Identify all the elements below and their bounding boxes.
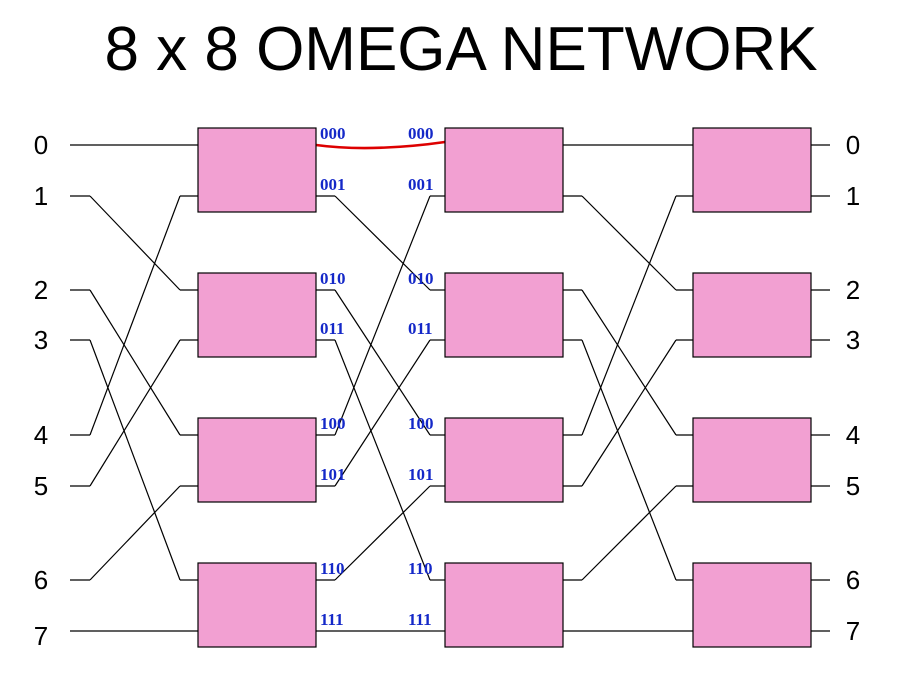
switch-stage1-0 <box>197 127 317 213</box>
stage1-output-label-4: 100 <box>320 414 346 433</box>
switch-stage2-2 <box>444 417 564 503</box>
input-label-4: 4 <box>34 420 48 450</box>
stage2-stage3-wire-6-shuffle <box>581 485 677 581</box>
output-label-3: 3 <box>846 325 860 355</box>
switch-stage3-2 <box>692 417 812 503</box>
switch-stage3-3 <box>692 562 812 648</box>
input-label-7: 7 <box>34 621 48 651</box>
stage2-input-label-6: 110 <box>408 559 433 578</box>
switch-stage3-1 <box>692 272 812 358</box>
stage2-stage3-wire-5-shuffle <box>581 339 677 487</box>
input-wire-5-shuffle <box>89 339 181 487</box>
stage1-output-label-5: 101 <box>320 465 346 484</box>
stage2-stage3-wire-2-shuffle <box>581 289 677 436</box>
stage1-output-label-6: 110 <box>320 559 345 578</box>
labels: 0 1 2 3 4 5 6 7 0 1 2 3 4 5 6 7 000 001 010 011 100 101 110 111… <box>34 124 860 651</box>
stage1-stage2-wire-0-highlight <box>315 140 446 150</box>
input-wire-2-shuffle <box>89 289 181 436</box>
input-label-6: 6 <box>34 565 48 595</box>
switch-stage3-0 <box>692 127 812 213</box>
output-label-7: 7 <box>846 616 860 646</box>
stage1-stage2-wire-2-shuffle <box>334 289 431 436</box>
switch-stage1-3 <box>197 562 317 648</box>
output-label-6: 6 <box>846 565 860 595</box>
stage2-stage3-wire-1-shuffle <box>581 195 677 291</box>
wires <box>70 140 830 632</box>
stage2-input-label-1: 001 <box>408 175 434 194</box>
stage2-stage3-wire-3-shuffle <box>581 339 677 581</box>
switch-stage1-1 <box>197 272 317 358</box>
stage1-output-label-0: 000 <box>320 124 346 143</box>
switch-stage2-3 <box>444 562 564 648</box>
input-label-3: 3 <box>34 325 48 355</box>
stage2-input-label-2: 010 <box>408 269 434 288</box>
output-label-1: 1 <box>846 181 860 211</box>
stage1-output-label-7: 111 <box>320 610 344 629</box>
stage1-output-label-3: 011 <box>320 319 345 338</box>
input-wire-6-shuffle <box>89 485 181 581</box>
stage2-input-label-5: 101 <box>408 465 434 484</box>
stage2-input-label-4: 100 <box>408 414 434 433</box>
switch-stage2-1 <box>444 272 564 358</box>
switches <box>197 127 812 648</box>
input-label-5: 5 <box>34 471 48 501</box>
stage1-stage2-wire-1-shuffle <box>334 195 431 291</box>
input-wire-1-shuffle <box>89 195 181 291</box>
output-label-2: 2 <box>846 275 860 305</box>
input-wire-3-shuffle <box>89 339 181 581</box>
switch-stage1-2 <box>197 417 317 503</box>
input-wire-4-shuffle <box>89 195 181 436</box>
stage1-stage2-wire-6-shuffle <box>334 485 431 581</box>
stage1-output-label-1: 001 <box>320 175 346 194</box>
stage2-input-label-7: 111 <box>408 610 432 629</box>
output-label-0: 0 <box>846 130 860 160</box>
stage2-input-label-3: 011 <box>408 319 433 338</box>
stage1-output-label-2: 010 <box>320 269 346 288</box>
stage1-stage2-wire-4-shuffle <box>334 195 431 436</box>
stage1-stage2-wire-5-shuffle <box>334 339 431 487</box>
input-label-0: 0 <box>34 130 48 160</box>
stage1-stage2-wire-3-shuffle <box>334 339 431 581</box>
stage2-input-label-0: 000 <box>408 124 434 143</box>
stage2-stage3-wire-4-shuffle <box>581 195 677 436</box>
output-label-4: 4 <box>846 420 860 450</box>
output-label-5: 5 <box>846 471 860 501</box>
input-label-1: 1 <box>34 181 48 211</box>
diagram-title: 8 x 8 OMEGA NETWORK <box>104 15 818 84</box>
switch-stage2-0 <box>444 127 564 213</box>
input-label-2: 2 <box>34 275 48 305</box>
